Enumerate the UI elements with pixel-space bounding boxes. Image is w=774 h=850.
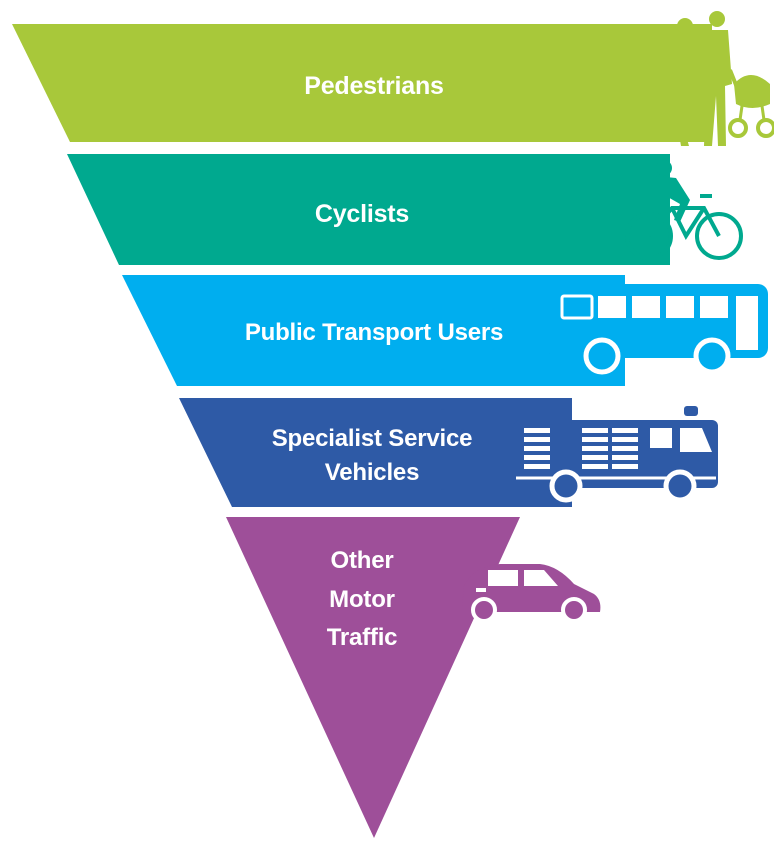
tier-other-motor-band xyxy=(226,517,520,838)
tier-specialist-label-line1: Specialist Service xyxy=(272,425,473,452)
tier-cyclists-band xyxy=(67,154,670,265)
tier-specialist-band xyxy=(179,398,572,507)
tier-other-motor: Other Motor Traffic xyxy=(226,517,601,838)
tier-pedestrians-band xyxy=(12,24,712,142)
tier-public-transport-band xyxy=(122,275,625,386)
tier-public-transport-label: Public Transport Users xyxy=(245,319,503,346)
service-truck-icon xyxy=(514,406,718,503)
tier-specialist-label-line2: Vehicles xyxy=(325,459,419,486)
cyclist-icon xyxy=(625,160,743,260)
tier-specialist: Specialist Service Vehicles xyxy=(179,398,718,507)
tier-pedestrians-label: Pedestrians xyxy=(304,72,444,100)
tier-other-motor-label-line3: Traffic xyxy=(327,624,398,651)
bus-icon xyxy=(548,284,768,375)
car-icon xyxy=(462,564,601,623)
tier-public-transport: Public Transport Users xyxy=(122,275,768,386)
tier-other-motor-label-line2: Motor xyxy=(329,586,395,613)
tier-pedestrians: Pedestrians xyxy=(12,11,774,146)
tier-other-motor-label-line1: Other xyxy=(330,547,393,574)
tier-cyclists-label: Cyclists xyxy=(315,200,409,228)
pedestrians-with-pram-icon xyxy=(670,11,774,146)
tier-cyclists: Cyclists xyxy=(67,154,743,265)
